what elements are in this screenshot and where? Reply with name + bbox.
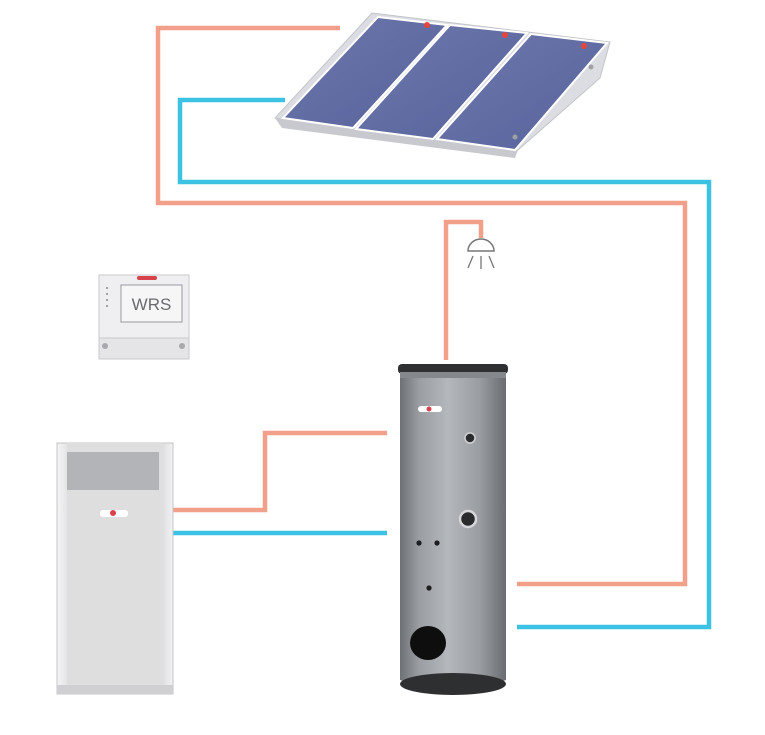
solar-controller: WRS [98, 274, 190, 360]
collector-frame-shadow [275, 118, 518, 158]
collector-sensor-3 [581, 43, 587, 49]
collector-return-pipe [177, 97, 712, 630]
tank-inspection-flange [410, 626, 446, 660]
tank-port-2 [434, 540, 440, 546]
tank-anode-port [458, 509, 478, 529]
shower-icon [467, 238, 495, 269]
solar-collectors [273, 12, 611, 158]
storage-tank [398, 364, 508, 695]
hot-water-pipe [443, 219, 484, 360]
collector-panel-1 [280, 15, 450, 130]
tank-port-1 [416, 540, 422, 546]
boiler [56, 442, 174, 695]
collector-sensor-1 [424, 22, 430, 28]
boiler-flow-pipe [173, 430, 387, 513]
collector-flow-pipe [155, 25, 688, 587]
collector-mount-2 [512, 134, 518, 140]
controller-display [120, 284, 183, 323]
tank-port-3 [426, 585, 432, 591]
tank-logo [418, 406, 442, 412]
boiler-logo [100, 510, 128, 517]
pipes [155, 25, 712, 630]
collector-mount-1 [588, 64, 594, 70]
controller-label: WRS [132, 295, 172, 314]
collector-sensor-2 [502, 32, 508, 38]
collector-panel-2 [353, 23, 530, 141]
tank-sensor-port [464, 432, 476, 444]
boiler-display-panel [67, 452, 159, 490]
collector-panel-3 [435, 32, 609, 152]
